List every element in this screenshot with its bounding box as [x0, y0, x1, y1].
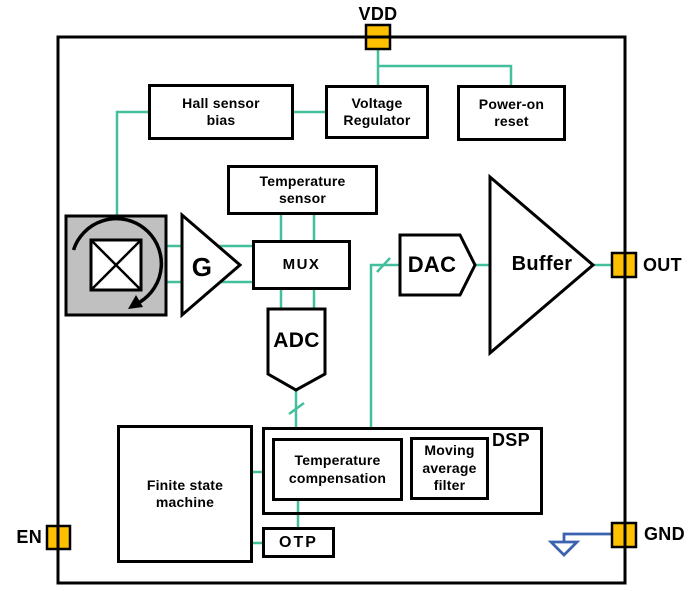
vdd-pin-label: VDD: [358, 4, 398, 24]
block-otp: OTP: [262, 527, 335, 558]
block-hall-sensor-bias: Hall sensor bias: [148, 84, 294, 140]
block-finite-state-machine: Finite state machine: [117, 425, 253, 563]
gnd-pin-label: GND: [644, 524, 685, 544]
wire-bias-to-hall: [115, 110, 148, 217]
adc-shape: [266, 307, 327, 392]
gain-amplifier-triangle: [180, 211, 243, 319]
rotation-arrow-icon: [71, 216, 164, 304]
block-dsp: [262, 427, 543, 515]
gain-label: G: [191, 252, 213, 282]
ground-wire: [562, 532, 612, 542]
out-pin-label: OUT: [643, 255, 682, 275]
bus-slash-adc-icon: [288, 401, 305, 416]
buffer-triangle: [488, 173, 596, 357]
block-temperature-sensor: Temperature sensor: [227, 165, 378, 215]
rotation-arrowhead-icon: [128, 295, 143, 309]
ground-triangle-icon: [547, 540, 581, 557]
block-moving-average-filter: Moving average filter: [410, 437, 489, 500]
adc-label: ADC: [273, 329, 320, 352]
hall-plate-icon: [64, 214, 168, 317]
buffer-label: Buffer: [511, 253, 573, 275]
block-power-on-reset: Power-on reset: [457, 85, 566, 141]
block-mux: MUX: [252, 240, 351, 290]
signal-wires: [115, 49, 613, 545]
dac-shape: [398, 233, 477, 297]
ground-symbol-icon: [547, 532, 612, 557]
bus-slash-dac-icon: [376, 257, 391, 273]
dsp-label: DSP: [492, 430, 530, 450]
block-voltage-regulator: Voltage Regulator: [325, 85, 429, 139]
wire-dsp-to-dac: [369, 263, 400, 427]
wire-vdd-to-por: [378, 64, 513, 85]
dac-label: DAC: [407, 252, 457, 277]
hall-cross-diagonal-2: [90, 239, 142, 291]
chip-outline: [56, 35, 627, 585]
block-temperature-compensation: Temperature compensation: [272, 438, 403, 501]
en-pin-label: EN: [16, 527, 42, 547]
